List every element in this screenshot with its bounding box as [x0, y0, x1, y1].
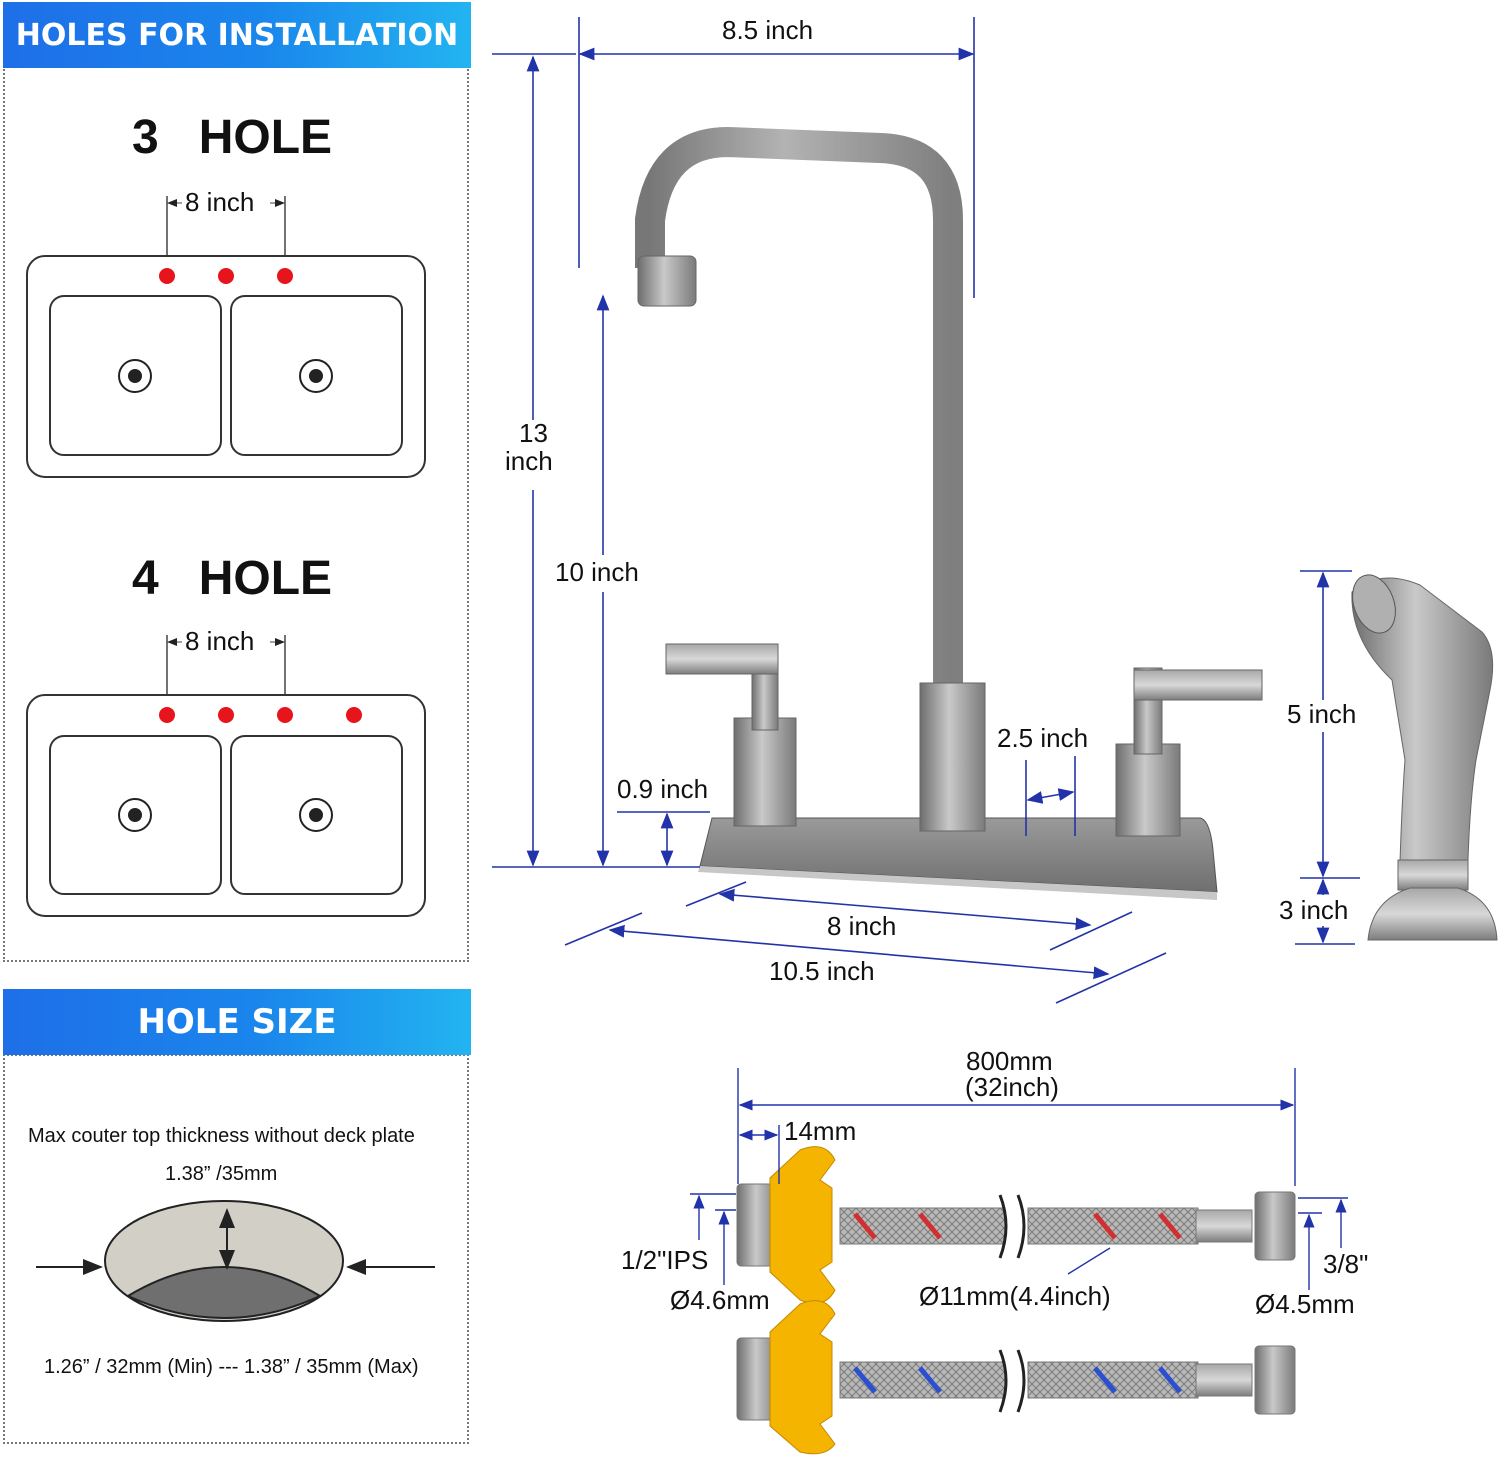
- hole-diameter-range: 1.26” / 32mm (Min) --- 1.38” / 35mm (Max…: [44, 1356, 419, 1378]
- hose-length-label: 800mm: [966, 1046, 1053, 1076]
- hole-dot: [218, 707, 234, 723]
- three-hole-spacing: 8 inch: [185, 187, 255, 217]
- nut-width-label: 14mm: [784, 1116, 857, 1146]
- total-height-unit-label: inch: [505, 446, 553, 476]
- center-spacing-label: 8 inch: [827, 911, 897, 941]
- sprayer-head-label: 5 inch: [1287, 699, 1357, 729]
- hose-diameter-label: Ø11mm(4.4inch): [919, 1281, 1111, 1311]
- hose-bottom: [736, 1300, 1296, 1455]
- hole-size-graphic: [36, 1200, 435, 1322]
- faucet-dimensions: [492, 17, 1167, 1004]
- inlet-diameter-label: Ø4.6mm: [670, 1285, 770, 1315]
- hole-dot: [277, 268, 293, 284]
- three-hole-sink: [26, 196, 426, 478]
- hole-dot: [277, 707, 293, 723]
- hole-dot: [159, 268, 175, 284]
- three-hole-title: 3 HOLE: [132, 111, 333, 164]
- inlet-thread-label: 1/2"IPS: [621, 1245, 709, 1275]
- spout-reach-label: 8.5 inch: [722, 15, 814, 45]
- spout-height-label: 10 inch: [555, 557, 639, 587]
- base-length-label: 10.5 inch: [769, 956, 875, 986]
- four-hole-spacing: 8 inch: [185, 626, 255, 656]
- sprayer-dimensions: [1295, 570, 1360, 945]
- sprayer-base-label: 3 inch: [1279, 895, 1349, 925]
- installation-header-text: HOLES FOR INSTALLATION: [15, 17, 459, 53]
- hole-dot: [159, 707, 175, 723]
- hole-size-header: HOLE SIZE: [3, 989, 471, 1055]
- thickness-value: 1.38” /35mm: [165, 1163, 278, 1185]
- sprayer-image: [1351, 574, 1498, 941]
- four-hole-title: 4 HOLE: [132, 552, 333, 605]
- base-gap-label: 2.5 inch: [997, 723, 1089, 753]
- installation-header: HOLES FOR INSTALLATION: [3, 2, 471, 68]
- hole-dot: [218, 268, 234, 284]
- hole-size-header-text: HOLE SIZE: [137, 1002, 337, 1042]
- hole-size-panel: [3, 1054, 469, 1444]
- outlet-diameter-label: Ø4.5mm: [1255, 1289, 1355, 1319]
- faucet-image: [635, 126, 1263, 900]
- hose-dimensions: [690, 1068, 1348, 1290]
- hole-dot: [346, 707, 362, 723]
- hose-top: [736, 1146, 1296, 1304]
- hose-length-inch-label: (32inch): [965, 1072, 1059, 1102]
- handle-height-label: 0.9 inch: [617, 774, 709, 804]
- outlet-thread-label: 3/8": [1323, 1249, 1369, 1279]
- total-height-label: 13: [519, 418, 548, 448]
- thickness-note: Max couter top thickness without deck pl…: [28, 1125, 415, 1147]
- four-hole-sink: [26, 635, 426, 917]
